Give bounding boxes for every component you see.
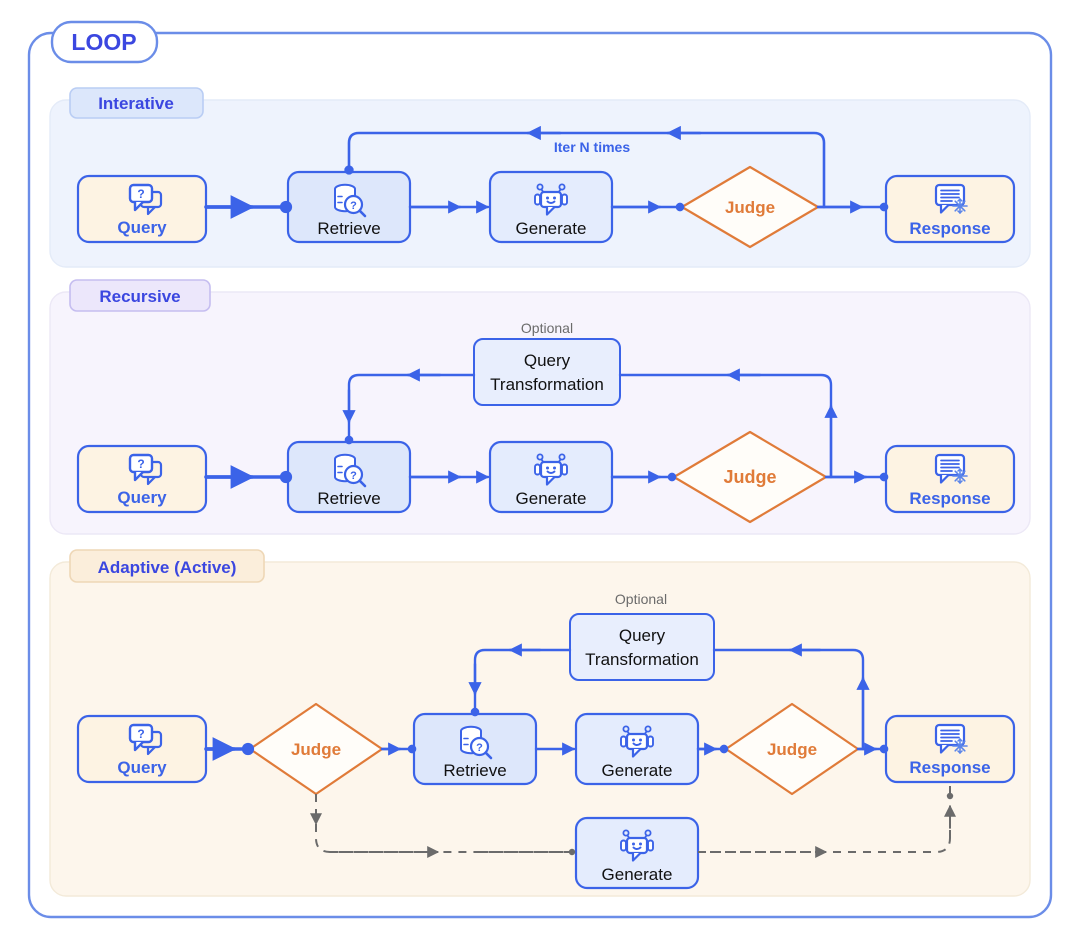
node-label-judge1: Judge (291, 740, 341, 759)
qt-label-line1: Query (619, 626, 666, 645)
node-label-retrieve: Retrieve (443, 761, 506, 780)
node-label-response: Response (909, 219, 990, 238)
qt-label-line2: Transformation (490, 375, 604, 394)
section-label-adaptive: Adaptive (Active) (98, 558, 237, 577)
node-label-generate-direct: Generate (602, 865, 673, 884)
edge-generate-direct-response (698, 786, 951, 853)
node-label-retrieve: Retrieve (317, 489, 380, 508)
node-label-judge2: Judge (767, 740, 817, 759)
node-label-retrieve: Retrieve (317, 219, 380, 238)
node-label-response: Response (909, 758, 990, 777)
section-panel-adaptive (49, 561, 1031, 897)
node-label-response: Response (909, 489, 990, 508)
edge-qt-to-retrieve (470, 648, 572, 717)
node-judge-recursive[interactable] (672, 430, 828, 524)
section-label-interative: Interative (98, 94, 174, 113)
node-label-generate: Generate (602, 761, 673, 780)
node-query-interative[interactable] (76, 174, 208, 244)
node-judge2-adaptive[interactable] (724, 702, 860, 796)
page-title: LOOP (71, 29, 136, 55)
section-label-recursive: Recursive (99, 287, 180, 306)
node-query-transformation-adaptive[interactable] (569, 613, 715, 681)
qt-label-line1: Query (524, 351, 571, 370)
node-query-recursive[interactable] (76, 444, 208, 514)
node-label-generate: Generate (516, 489, 587, 508)
section-tag-adaptive (69, 549, 265, 583)
node-judge-interative[interactable] (680, 165, 820, 249)
node-query-transformation-recursive[interactable] (473, 338, 621, 406)
loop-title-chip (50, 20, 159, 64)
section-tag-recursive (69, 279, 211, 312)
node-label-query: Query (117, 758, 167, 777)
edge-label-iter: Iter N times (554, 139, 630, 155)
edge-judge1-direct-generate (315, 794, 574, 853)
node-label-query: Query (117, 488, 167, 507)
edge-qt-to-retrieve (344, 373, 476, 445)
qt-label-line2: Transformation (585, 650, 699, 669)
node-label-judge: Judge (723, 467, 776, 487)
optional-label-adaptive: Optional (615, 591, 667, 607)
node-label-query: Query (117, 218, 167, 237)
node-label-judge: Judge (725, 198, 775, 217)
section-tag-interative (69, 87, 204, 119)
edge-judge2-up-to-qt (712, 648, 865, 751)
optional-label-recursive: Optional (521, 320, 573, 336)
edge-loop-back-interative (344, 131, 826, 209)
node-label-generate: Generate (516, 219, 587, 238)
edge-judge-up-to-qt (618, 373, 833, 479)
